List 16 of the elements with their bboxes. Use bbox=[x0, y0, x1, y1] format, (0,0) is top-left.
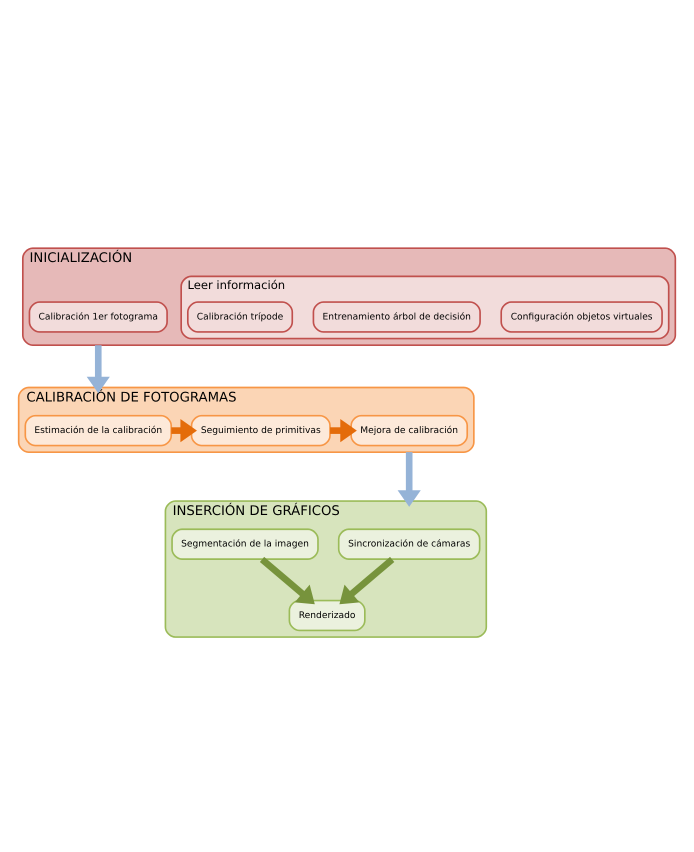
arrow bbox=[330, 418, 357, 442]
node-box: Seguimiento de primitivas bbox=[190, 414, 331, 446]
node-box: Estimación de la calibración bbox=[24, 414, 172, 446]
arrow bbox=[86, 344, 110, 393]
node-box: Sincronización de cámaras bbox=[338, 528, 480, 560]
node-box: Renderizado bbox=[288, 599, 366, 631]
arrow bbox=[398, 452, 421, 506]
arrow bbox=[339, 556, 394, 604]
arrow bbox=[171, 418, 197, 442]
arrow bbox=[260, 556, 315, 604]
node-box: Entrenamiento árbol de decisión bbox=[312, 300, 481, 332]
node-box: Calibración 1er fotograma bbox=[28, 300, 168, 332]
node-box: Segmentación de la imagen bbox=[171, 528, 319, 560]
node-box: Calibración trípode bbox=[186, 300, 294, 332]
node-box: Configuración objetos virtuales bbox=[500, 300, 663, 332]
node-box: Mejora de calibración bbox=[350, 414, 468, 446]
